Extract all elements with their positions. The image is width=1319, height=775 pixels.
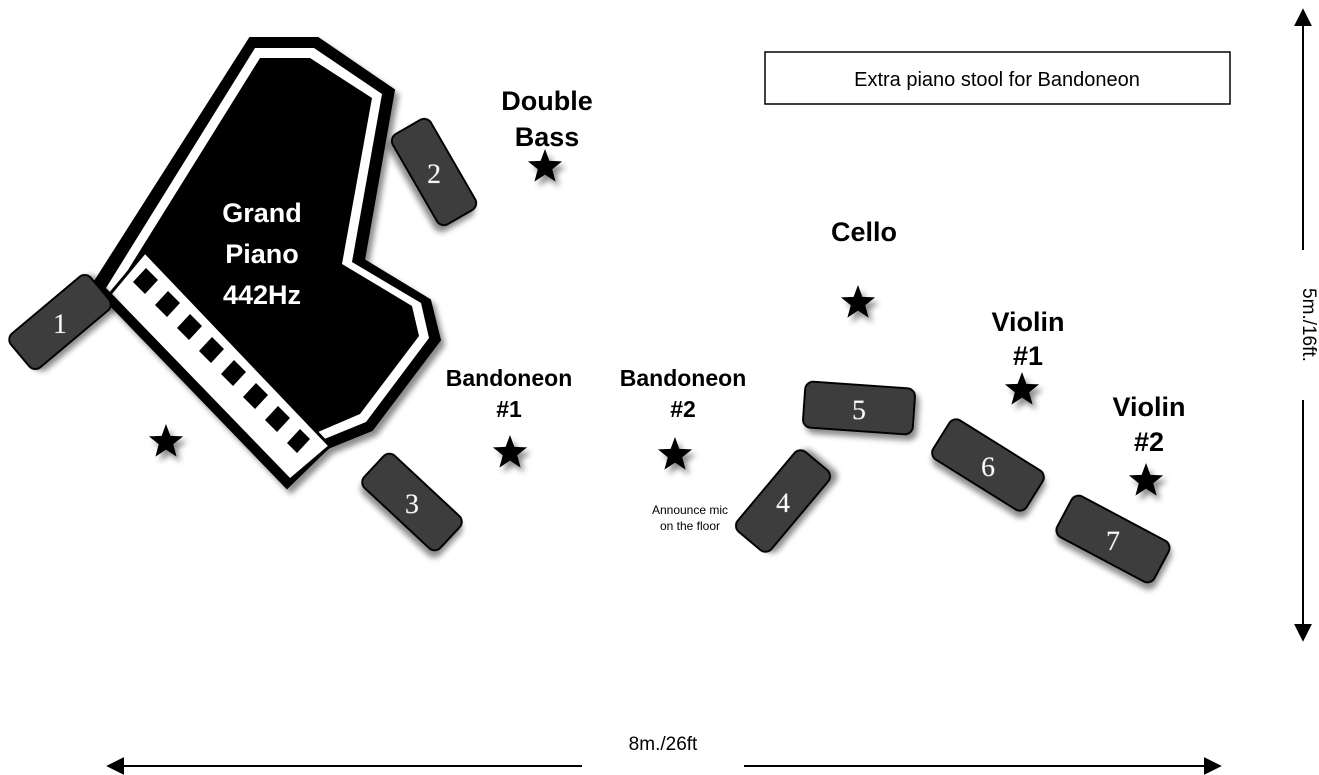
depth-dimension-label: 5m./16ft.	[1298, 288, 1319, 362]
grand-piano	[90, 37, 442, 490]
monitor-3-number: 3	[405, 489, 419, 520]
monitor-7: 7	[1055, 494, 1171, 584]
piano-label-line1: Grand	[222, 198, 302, 228]
star-icon-bandoneon-2	[657, 437, 693, 470]
monitor-1: 1	[8, 273, 112, 371]
bandoneon-1-label-line1: Bandoneon	[446, 365, 573, 391]
cello-label: Cello	[831, 217, 897, 247]
depth-dimension: 5m./16ft.	[1294, 8, 1319, 642]
width-dimension: 8m./26ft	[106, 734, 1222, 775]
announce-mic-line2: on the floor	[660, 519, 720, 533]
note-box: Extra piano stool for Bandoneon	[764, 51, 1231, 105]
star-icon-piano	[148, 424, 184, 457]
monitor-3: 3	[361, 452, 463, 552]
monitor-6-number: 6	[981, 452, 995, 483]
bandoneon-2-label-line1: Bandoneon	[620, 365, 747, 391]
double-bass-label-line1: Double	[501, 86, 593, 116]
violin-2-label-line2: #2	[1134, 427, 1164, 457]
violin-1-label-line2: #1	[1013, 341, 1043, 371]
position-markers	[148, 149, 1164, 496]
piano-keys	[133, 268, 310, 453]
note-box-text: Extra piano stool for Bandoneon	[854, 69, 1140, 91]
monitor-2: 2	[390, 117, 478, 227]
star-icon-double-bass	[527, 149, 563, 182]
star-icon-bandoneon-1	[492, 435, 528, 468]
monitor-4-number: 4	[776, 488, 790, 519]
monitor-7-number: 7	[1106, 526, 1120, 557]
monitor-wedges: 1 2 3 4 5 6 7	[8, 117, 1171, 584]
star-icon-cello	[840, 285, 876, 318]
double-bass-label-line2: Bass	[515, 122, 580, 152]
monitor-6: 6	[931, 418, 1045, 512]
monitor-4: 4	[734, 449, 832, 553]
star-icon-violin-1	[1004, 372, 1040, 405]
piano-label-line3: 442Hz	[223, 280, 301, 310]
monitor-2-number: 2	[427, 159, 441, 190]
monitor-1-number: 1	[53, 309, 67, 340]
violin-1-label-line1: Violin	[991, 307, 1064, 337]
violin-2-label-line1: Violin	[1112, 392, 1185, 422]
monitor-5-number: 5	[852, 395, 866, 426]
announce-mic-line1: Announce mic	[652, 503, 728, 517]
bandoneon-1-label-line2: #1	[496, 396, 522, 422]
star-icon-violin-2	[1128, 463, 1164, 496]
piano-label-line2: Piano	[225, 239, 299, 269]
monitor-5: 5	[802, 380, 916, 436]
width-dimension-label: 8m./26ft	[629, 734, 698, 755]
bandoneon-2-label-line2: #2	[670, 396, 696, 422]
